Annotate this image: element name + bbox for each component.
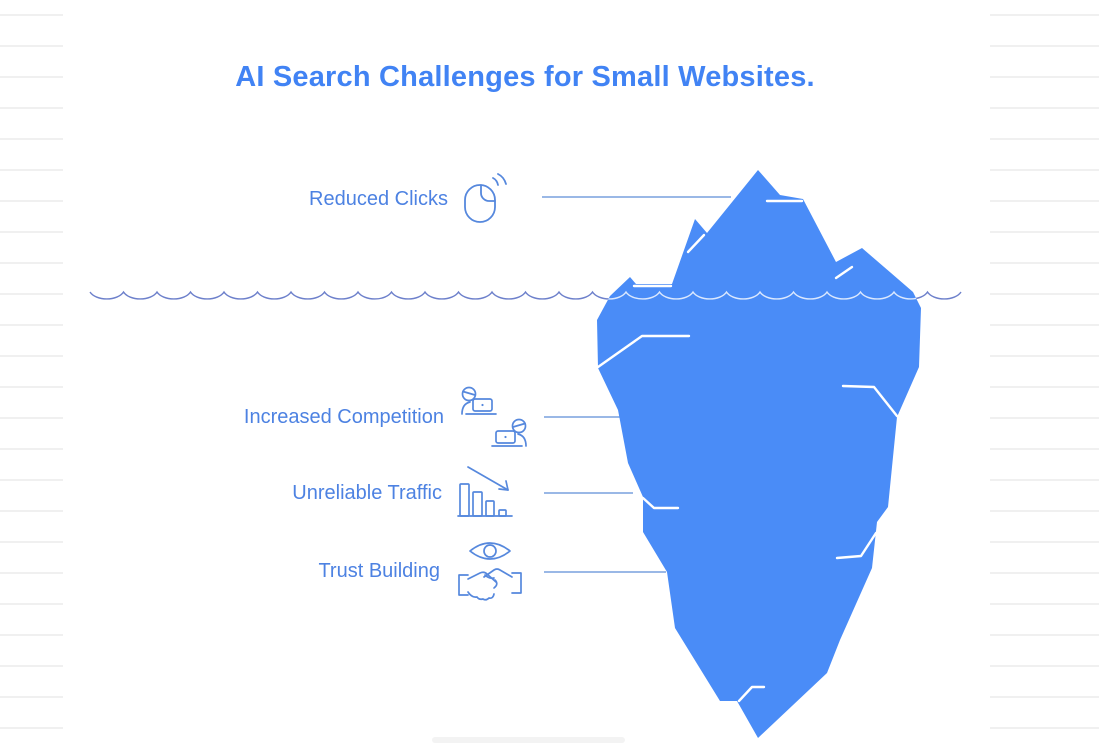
right-edge-rule-lines xyxy=(990,14,1099,745)
label-reduced-clicks: Reduced Clicks xyxy=(309,187,448,210)
label-row-increased-competition: Increased Competition xyxy=(244,386,530,448)
left-edge-rule-lines xyxy=(0,14,63,745)
waterline-wave-over-iceberg xyxy=(597,290,921,300)
label-unreliable-traffic: Unreliable Traffic xyxy=(292,481,442,504)
eye-handshake-icon xyxy=(454,537,526,605)
people-laptops-icon xyxy=(458,386,530,448)
mouse-click-icon xyxy=(462,173,512,225)
label-trust-building: Trust Building xyxy=(318,559,440,582)
declining-bars-icon xyxy=(456,464,524,522)
label-row-unreliable-traffic: Unreliable Traffic xyxy=(292,464,524,522)
label-row-trust-building: Trust Building xyxy=(318,537,526,605)
bottom-edge-smudge xyxy=(432,737,625,743)
iceberg-cracks xyxy=(596,199,899,703)
leader-lines xyxy=(542,196,731,573)
label-row-reduced-clicks: Reduced Clicks xyxy=(309,172,512,226)
label-increased-competition: Increased Competition xyxy=(243,405,444,428)
iceberg-shape xyxy=(597,170,921,738)
page-title: AI Search Challenges for Small Websites. xyxy=(235,61,815,94)
